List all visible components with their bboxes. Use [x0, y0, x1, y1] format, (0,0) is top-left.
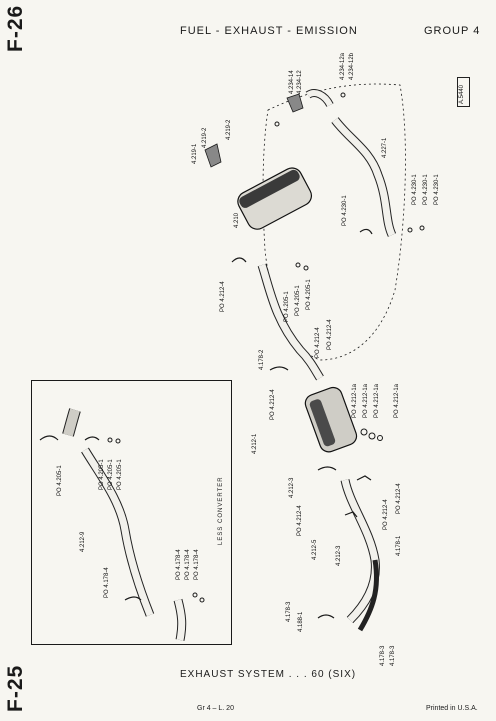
inset-label: PO 4.178-4: [194, 549, 200, 580]
part-label: PO 4.212-4: [297, 505, 303, 536]
part-label: PO 4.230-1: [342, 195, 348, 226]
inset-label: PO 4.205-1: [108, 459, 114, 490]
part-label: 4.234-12: [297, 70, 303, 94]
part-label: 4.219-1: [192, 143, 198, 164]
part-label: 4.212-3: [336, 545, 342, 566]
inset-label: PO 4.205-1: [117, 459, 123, 490]
part-label: 4.210: [234, 212, 240, 228]
part-label: 4.212-1: [252, 433, 258, 454]
part-label: 4.178-3: [380, 645, 386, 666]
inset-label: PO 4.178-4: [176, 549, 182, 580]
reference-code-box: A.5440: [457, 77, 470, 107]
part-label: 4.178-1: [396, 535, 402, 556]
part-label: PO 4.230-1: [423, 174, 429, 205]
inset-label: PO 4.178-4: [104, 567, 110, 598]
inset-label: PO 4.205-1: [57, 465, 63, 496]
part-label: 4.212-5: [312, 539, 318, 560]
inset-label: PO 4.205-1: [99, 459, 105, 490]
inset-less-converter: [31, 380, 232, 645]
figure-caption: EXHAUST SYSTEM . . . 60 (SIX): [180, 669, 357, 680]
part-label: PO 4.212-4: [270, 389, 276, 420]
part-label: PO 4.212-4: [220, 281, 226, 312]
part-label: PO 4.212-4: [396, 483, 402, 514]
part-label: 4.178-3: [286, 601, 292, 622]
part-label: 4.188-1: [298, 611, 304, 632]
part-label: PO 4.205-1: [284, 291, 290, 322]
part-label: PO 4.212-1a: [374, 383, 380, 418]
part-label: PO 4.212-1a: [352, 383, 358, 418]
footer-printed: Printed in U.S.A.: [426, 705, 478, 712]
part-label: PO 4.212-4: [327, 319, 333, 350]
inset-title: LESS CONVERTER: [218, 476, 224, 545]
part-label: PO 4.205-1: [295, 285, 301, 316]
part-label: PO 4.230-1: [412, 174, 418, 205]
part-label: PO 4.212-4: [315, 327, 321, 358]
part-label: PO 4.212-4: [383, 499, 389, 530]
part-label: 4.212-3: [289, 477, 295, 498]
group-label: GROUP 4: [424, 25, 481, 37]
part-label: PO 4.230-1: [434, 174, 440, 205]
part-label: 4.227-1: [382, 137, 388, 158]
footer-page-ref: Gr 4 – L. 20: [197, 705, 234, 712]
part-label: 4.234-12b: [349, 52, 355, 80]
part-label: 4.219-2: [226, 119, 232, 140]
part-label: 4.219-2: [202, 127, 208, 148]
header-title: FUEL - EXHAUST - EMISSION: [180, 25, 358, 37]
part-label: PO 4.212-1a: [363, 383, 369, 418]
part-label: 4.178-2: [259, 349, 265, 370]
inset-label: 4.212-9: [80, 531, 86, 552]
part-label: PO 4.205-1: [306, 279, 312, 310]
part-label: PO 4.212-1a: [394, 383, 400, 418]
part-label: 4.178-3: [390, 645, 396, 666]
part-label: 4.234-12a: [340, 52, 346, 80]
inset-label: PO 4.178-4: [185, 549, 191, 580]
part-label: 4.234-14: [289, 70, 295, 94]
